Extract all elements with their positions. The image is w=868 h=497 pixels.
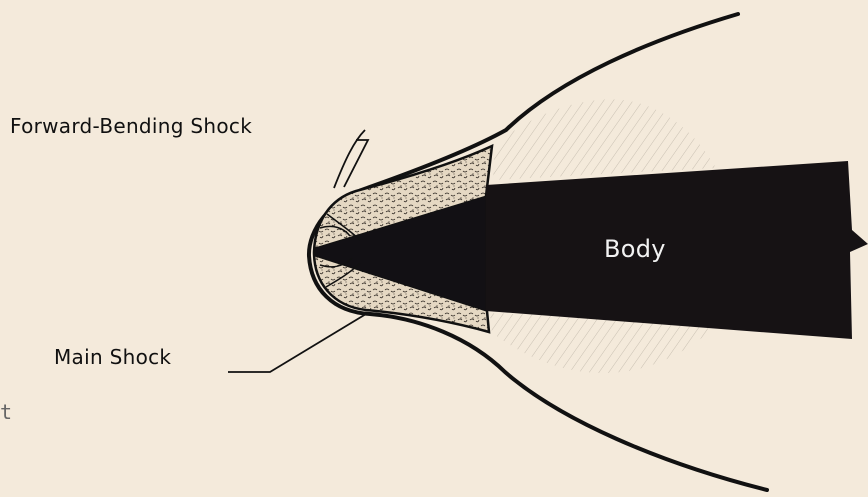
forward-bending-shock-label: Forward-Bending Shock bbox=[10, 114, 252, 138]
edge-text: t bbox=[0, 400, 12, 424]
main-shock-leader bbox=[228, 314, 366, 372]
forward-bending-shock-line bbox=[334, 130, 365, 188]
body-shape bbox=[486, 161, 868, 339]
main-shock-label: Main Shock bbox=[54, 345, 171, 369]
body-label: Body bbox=[604, 235, 666, 263]
forward-shock-leader bbox=[344, 140, 368, 187]
